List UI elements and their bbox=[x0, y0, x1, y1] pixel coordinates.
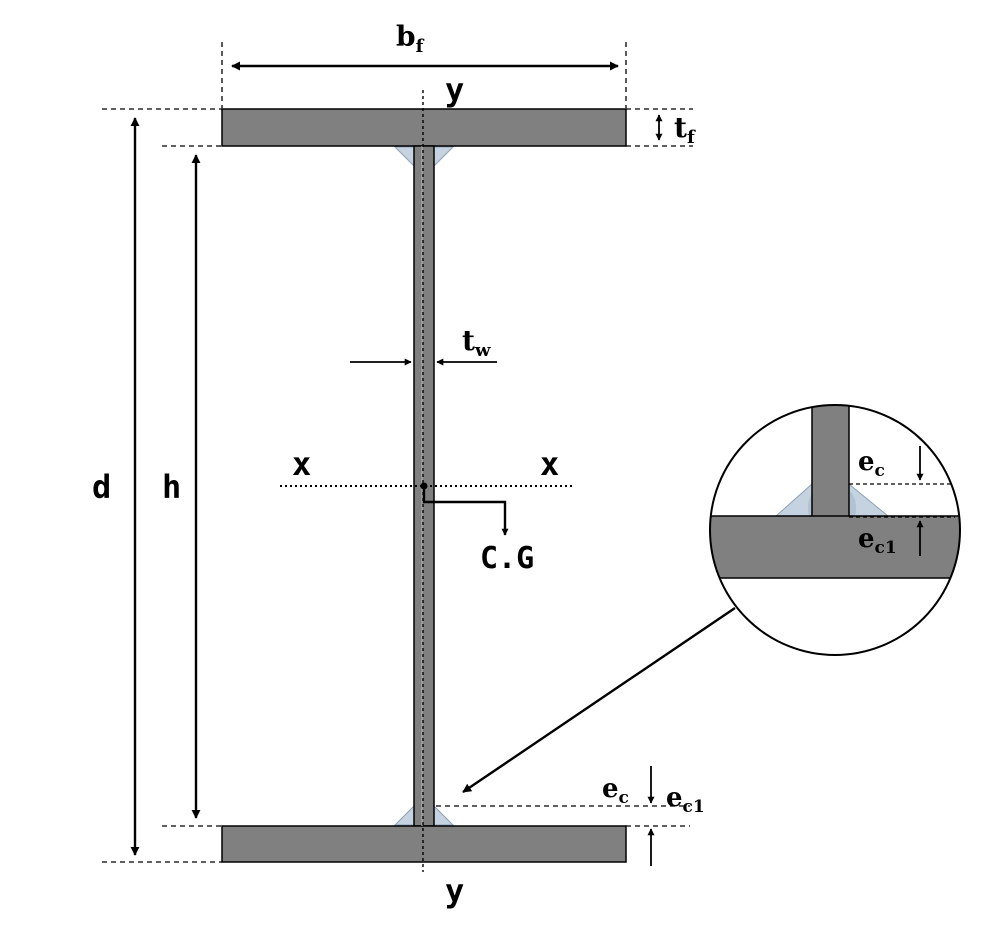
x-axis-label-right: x bbox=[540, 445, 559, 483]
ec1-label: ec1 bbox=[666, 783, 705, 817]
ec-label: ec bbox=[602, 774, 629, 808]
zoom-detail bbox=[709, 404, 961, 656]
weld-top-left bbox=[393, 146, 415, 168]
weld-bottom-right bbox=[433, 804, 455, 826]
cg-leader bbox=[422, 486, 509, 536]
zoom-flange bbox=[710, 515, 960, 579]
tw-label: tw bbox=[462, 324, 491, 361]
x-axis-label-left: x bbox=[292, 445, 311, 483]
bf-label: bf bbox=[396, 20, 425, 57]
dimension-arrows bbox=[130, 61, 619, 856]
zoom-web bbox=[811, 405, 850, 518]
y-axis-label-bottom: y bbox=[445, 872, 464, 910]
h-label: h bbox=[162, 468, 181, 506]
d-label: d bbox=[92, 468, 111, 506]
tf-label: tf bbox=[674, 111, 696, 148]
zoom-ec1-label: ec1 bbox=[858, 524, 897, 558]
top-flange bbox=[221, 108, 627, 147]
zoom-pointer-arrow bbox=[462, 607, 736, 793]
zoom-ec-label: ec bbox=[858, 447, 885, 481]
zoom-circle-border bbox=[709, 404, 961, 656]
extension-lines bbox=[102, 42, 693, 863]
bottom-flange bbox=[221, 825, 627, 863]
y-axis-label-top: y bbox=[445, 71, 464, 109]
weld-bottom-left bbox=[393, 804, 415, 826]
cg-label: C.G bbox=[480, 541, 534, 576]
weld-top-right bbox=[433, 146, 455, 168]
